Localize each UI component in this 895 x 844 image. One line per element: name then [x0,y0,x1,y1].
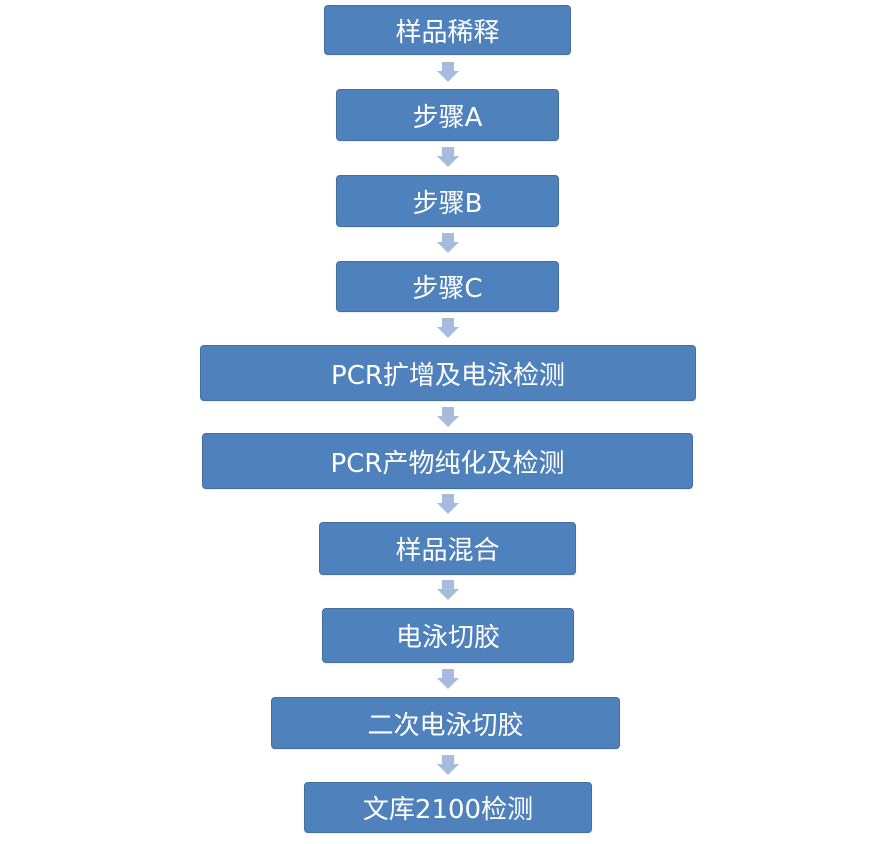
step-label: 样品稀释 [395,17,500,48]
step-pcr-amplification: PCR扩增及电泳检测 [200,345,696,401]
step-a: 步骤A [336,89,559,141]
down-arrow-icon [437,407,459,427]
down-arrow-icon [437,318,459,338]
step-label: PCR扩增及电泳检测 [331,360,565,391]
down-arrow-icon [437,494,459,514]
step-label: PCR产物纯化及检测 [330,448,565,479]
step-label: 步骤C [412,274,483,304]
step-second-gel-cutting: 二次电泳切胶 [271,697,620,749]
step-label: 电泳切胶 [395,623,500,653]
step-sample-mixing: 样品混合 [319,522,576,575]
down-arrow-icon [437,233,459,253]
down-arrow-icon [437,147,459,167]
step-library-2100-detection: 文库2100检测 [304,782,592,833]
step-gel-cutting: 电泳切胶 [322,608,574,663]
step-label: 二次电泳切胶 [367,710,524,741]
step-label: 步骤A [412,102,483,133]
step-label: 文库2100检测 [362,795,534,825]
down-arrow-icon [437,669,459,689]
step-pcr-purification: PCR产物纯化及检测 [202,433,693,489]
down-arrow-icon [437,755,459,775]
down-arrow-icon [437,62,459,82]
step-label: 步骤B [412,188,483,219]
step-label: 样品混合 [395,536,500,566]
step-c: 步骤C [336,261,559,312]
step-b: 步骤B [336,175,559,227]
step-sample-dilution: 样品稀释 [324,5,571,55]
down-arrow-icon [437,580,459,600]
